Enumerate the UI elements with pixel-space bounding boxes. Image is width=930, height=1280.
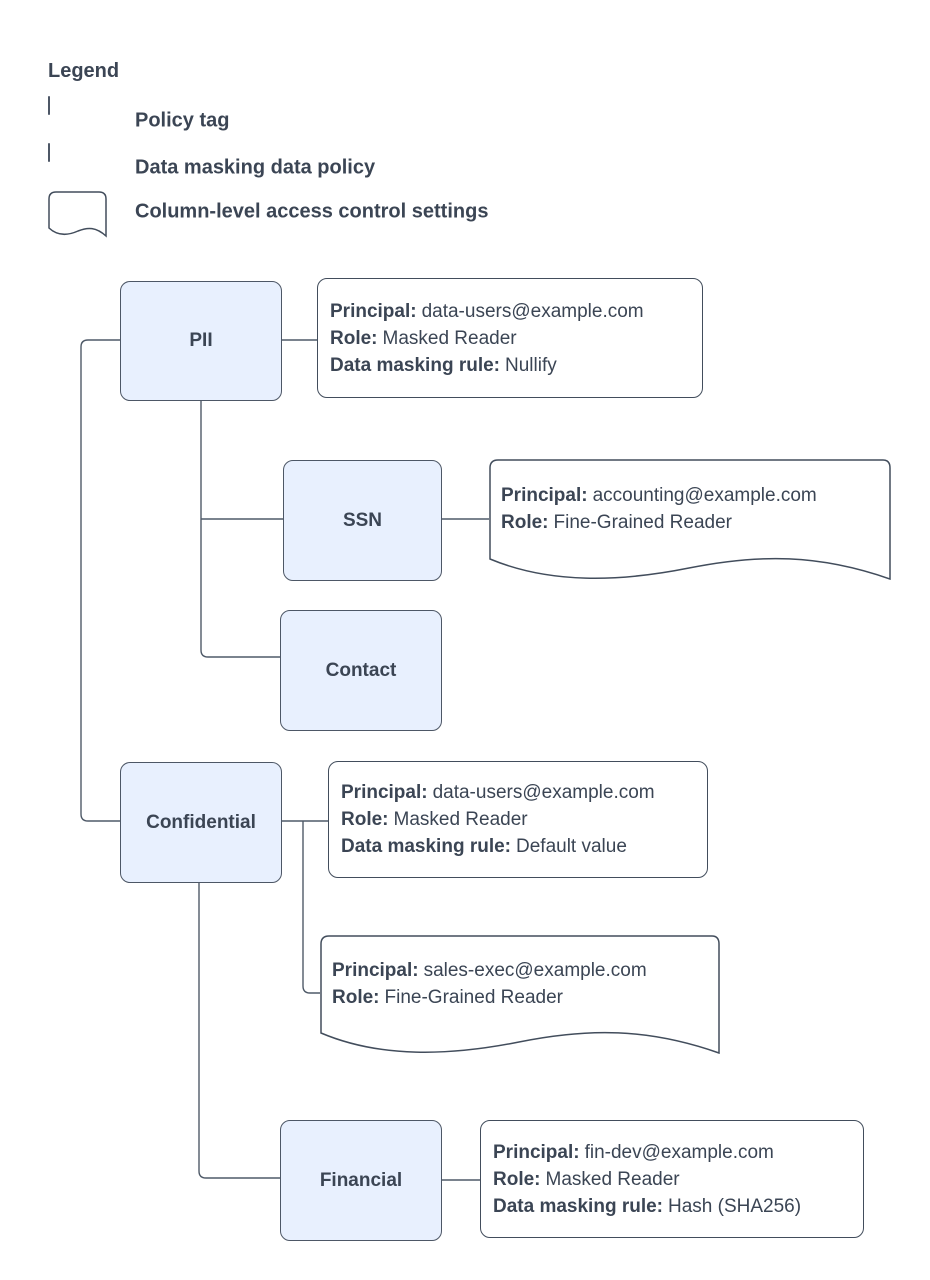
- document-shape: [489, 459, 891, 581]
- policy-principal-line: Principal:accounting@example.com: [501, 485, 817, 506]
- legend-item-label: Policy tag: [135, 109, 230, 131]
- policy-principal-line: Principal:sales-exec@example.com: [332, 960, 647, 981]
- edge-trunk-pii-children: [200, 400, 280, 658]
- policy-tag-label: Financial: [319, 1169, 403, 1191]
- policy-principal-line: Principal:data-users@example.com: [341, 782, 655, 803]
- policy-rule-line: Data masking rule:Default value: [341, 836, 627, 857]
- edge-trunk-confidential-to-financial: [198, 881, 280, 1179]
- legend: Legend Policy tag Data masking data poli…: [48, 60, 488, 241]
- data-policy-card-pii: Principal:data-users@example.com Role:Ma…: [317, 278, 703, 398]
- legend-item-access-settings: Column-level access control settings: [48, 191, 488, 241]
- policy-role-line: Role:Masked Reader: [330, 327, 517, 349]
- document-shape: [320, 935, 720, 1055]
- policy-tag-label: Confidential: [146, 811, 256, 833]
- policy-role-line: Role:Fine-Grained Reader: [332, 987, 563, 1008]
- policy-role-line: Role:Fine-Grained Reader: [501, 512, 732, 533]
- legend-item-label: Column-level access control settings: [135, 200, 489, 223]
- policy-principal-line: Principal:fin-dev@example.com: [493, 1141, 774, 1163]
- policy-tag-swatch-icon: [48, 96, 50, 115]
- policy-rule-line: Data masking rule:Hash (SHA256): [493, 1195, 802, 1217]
- policy-rule-line: Data masking rule:Nullify: [330, 354, 557, 376]
- data-policy-swatch-icon: [48, 143, 50, 162]
- edge-trunk-pii-to-confidential: [80, 339, 120, 822]
- policy-tag-node-pii: PII: [120, 281, 282, 401]
- data-policy-card-financial: Principal:fin-dev@example.com Role:Maske…: [480, 1120, 864, 1238]
- policy-tag-label: Contact: [325, 659, 397, 681]
- policy-tag-node-ssn: SSN: [283, 460, 442, 581]
- data-policy-card-confidential: Principal:data-users@example.com Role:Ma…: [328, 761, 708, 878]
- policy-principal-line: Principal:data-users@example.com: [330, 300, 644, 322]
- access-settings-card-confidential: Principal:sales-exec@example.com Role:Fi…: [320, 935, 721, 1059]
- policy-role-line: Role:Masked Reader: [493, 1168, 680, 1190]
- policy-role-line: Role:Masked Reader: [341, 809, 528, 830]
- legend-item-data-policy: Data masking data policy: [48, 143, 375, 191]
- edge-confidential-to-access-settings: [302, 821, 320, 994]
- policy-tag-label: PII: [189, 330, 213, 351]
- policy-tag-node-financial: Financial: [280, 1120, 442, 1241]
- document-swatch-icon: [48, 191, 109, 245]
- policy-tag-node-contact: Contact: [280, 610, 442, 731]
- policy-tag-label: SSN: [342, 509, 383, 531]
- legend-title: Legend: [48, 60, 120, 82]
- access-settings-card-ssn: Principal:accounting@example.com Role:Fi…: [489, 459, 892, 585]
- legend-item-policy-tag: Policy tag: [48, 96, 229, 144]
- legend-item-label: Data masking data policy: [135, 156, 376, 178]
- policy-tag-node-confidential: Confidential: [120, 762, 282, 883]
